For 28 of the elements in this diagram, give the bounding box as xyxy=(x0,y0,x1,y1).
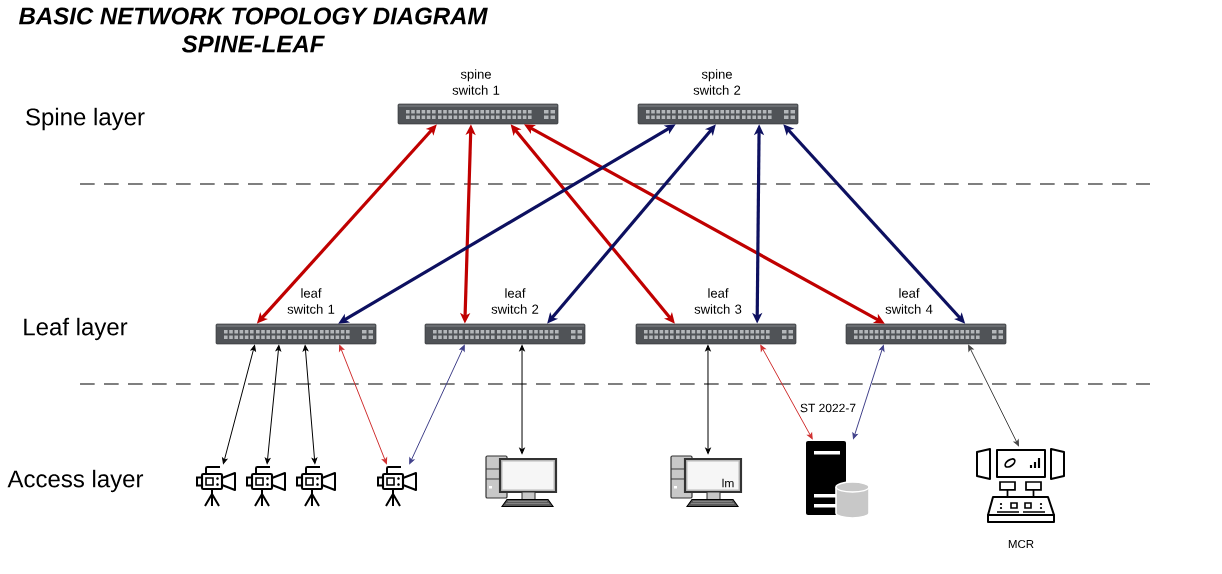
annotation-text: ST 2022-7 xyxy=(800,403,856,413)
node-label: leaf switch 3 xyxy=(694,288,742,314)
arrow xyxy=(852,345,885,440)
arrow xyxy=(519,345,525,454)
arrow xyxy=(222,345,256,464)
arrow xyxy=(705,345,711,454)
arrow xyxy=(338,345,388,465)
video-camera-icon xyxy=(246,466,286,507)
layer-label: Spine layer xyxy=(26,107,145,131)
arrow xyxy=(409,344,465,465)
node-label: MCR xyxy=(1008,539,1034,549)
node-label: spine switch 1 xyxy=(452,69,500,95)
node-label: spine switch 2 xyxy=(693,69,741,95)
arrow xyxy=(264,345,282,464)
title: BASIC NETWORK TOPOLOGY DIAGRAM SPINE-LEAF xyxy=(19,7,488,53)
layer-label: Leaf layer xyxy=(24,317,128,341)
node-label: leaf switch 4 xyxy=(885,288,933,314)
arrow xyxy=(968,344,1019,447)
arrow xyxy=(302,345,318,464)
node-label: leaf switch 1 xyxy=(287,288,335,314)
arrow xyxy=(760,344,813,440)
desktop-computer-icon xyxy=(485,455,558,508)
node-label: leaf switch 2 xyxy=(491,288,539,314)
layer-label: Access layer xyxy=(7,469,144,493)
video-camera-icon xyxy=(377,466,417,507)
server-icon xyxy=(806,441,870,519)
video-camera-icon xyxy=(296,466,336,507)
video-camera-icon xyxy=(196,466,236,507)
